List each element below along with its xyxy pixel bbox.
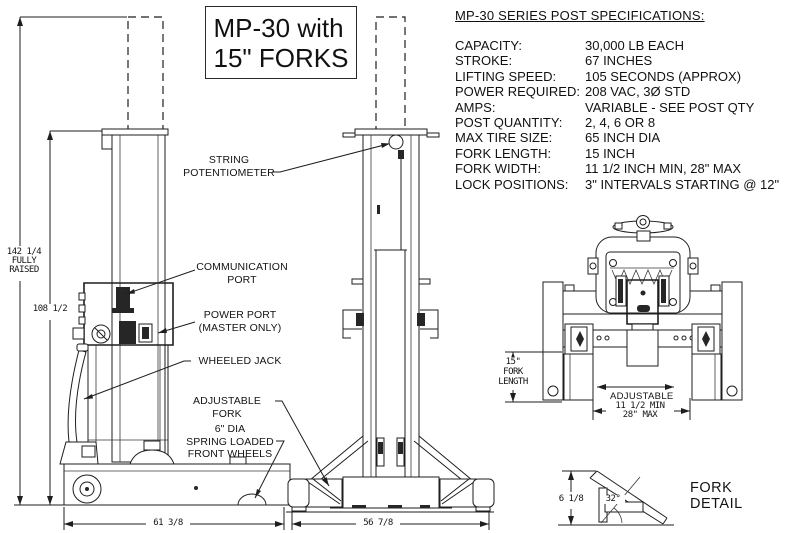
callout-power-port: POWER PORT (MASTER ONLY)	[198, 309, 282, 334]
spec-row-lifting-speed: LIFTING SPEED: 105 SECONDS (APPROX)	[455, 69, 791, 84]
dim-collapsed-height: 108 1/2	[30, 305, 70, 314]
spec-label: FORK WIDTH:	[455, 161, 541, 177]
spec-value: 105 SECONDS (APPROX)	[585, 68, 742, 84]
callout-string-potentiometer: STRING POTENTIOMETER	[183, 154, 275, 179]
fork-detail-title: FORK DETAIL	[690, 480, 743, 512]
spec-value: 65 INCH DIA	[585, 130, 661, 146]
callout-communication-port: COMMUNICATION PORT	[196, 261, 288, 286]
spec-label: MAX TIRE SIZE:	[455, 130, 553, 146]
spec-value: 15 INCH	[585, 145, 635, 161]
dim-fork-length: 15" FORK LENGTH	[490, 357, 536, 387]
spec-label: LOCK POSITIONS:	[455, 176, 569, 192]
spec-label: LIFTING SPEED:	[455, 68, 557, 84]
specs-heading: MP-30 SERIES POST SPECIFICATIONS:	[455, 8, 705, 23]
dimension-lines	[17, 17, 690, 530]
spec-row-lock-positions: LOCK POSITIONS: 3" INTERVALS STARTING @ …	[455, 177, 791, 192]
spec-row-stroke: STROKE: 67 INCHES	[455, 53, 791, 68]
callout-adjustable-fork: ADJUSTABLE FORK	[193, 395, 261, 420]
spec-row-fork-width: FORK WIDTH: 11 1/2 INCH MIN, 28" MAX	[455, 161, 791, 176]
spec-label: AMPS:	[455, 99, 496, 115]
specs-panel: MP-30 SERIES POST SPECIFICATIONS: CAPACI…	[455, 8, 791, 192]
dim-front-view-width: 56 7/8	[356, 519, 400, 528]
spec-row-max-tire-size: MAX TIRE SIZE: 65 INCH DIA	[455, 130, 791, 145]
leader-lines	[84, 143, 390, 498]
spec-value: 2, 4, 6 OR 8	[585, 115, 656, 131]
spec-row-power-required: POWER REQUIRED: 208 VAC, 3Ø STD	[455, 84, 791, 99]
spec-label: POST QUANTITY:	[455, 115, 563, 131]
spec-value: 208 VAC, 3Ø STD	[585, 84, 691, 100]
dim-fully-raised-height: 142 1/4 FULLY RAISED	[2, 248, 46, 275]
side-view-drawing	[14, 17, 292, 505]
top-view-drawing	[543, 216, 742, 401]
spec-label: FORK LENGTH:	[455, 145, 552, 161]
spec-value: 11 1/2 INCH MIN, 28" MAX	[585, 161, 742, 177]
spec-row-post-quantity: POST QUANTITY: 2, 4, 6 OR 8	[455, 115, 791, 130]
spec-label: POWER REQUIRED:	[455, 84, 580, 100]
dim-side-view-width: 61 3/8	[146, 519, 190, 528]
title-box: MP-30 with 15" FORKS	[205, 6, 357, 79]
callout-wheeled-jack: WHEELED JACK	[198, 355, 282, 367]
dim-fork-spread-range: 11 1/2 MIN 28" MAX	[606, 402, 674, 420]
dim-adjustable-word: ADJUSTABLE	[610, 391, 674, 402]
spec-row-amps: AMPS: VARIABLE - SEE POST QTY	[455, 100, 791, 115]
spec-row-capacity: CAPACITY: 30,000 LB EACH	[455, 38, 791, 53]
spec-value: 67 INCHES	[585, 53, 653, 69]
callout-front-wheels: 6" DIA SPRING LOADED FRONT WHEELS	[186, 423, 274, 460]
spec-value: VARIABLE - SEE POST QTY	[585, 99, 755, 115]
spec-value: 3" INTERVALS STARTING @ 12"	[585, 176, 780, 192]
spec-label: CAPACITY:	[455, 38, 522, 53]
front-view-drawing	[286, 17, 494, 512]
spec-label: STROKE:	[455, 53, 513, 69]
spec-row-fork-length: FORK LENGTH: 15 INCH	[455, 146, 791, 161]
spec-value: 30,000 LB EACH	[585, 38, 685, 53]
dim-fork-angle: 32°	[601, 495, 625, 504]
dim-fork-height: 6 1/8	[556, 495, 586, 504]
